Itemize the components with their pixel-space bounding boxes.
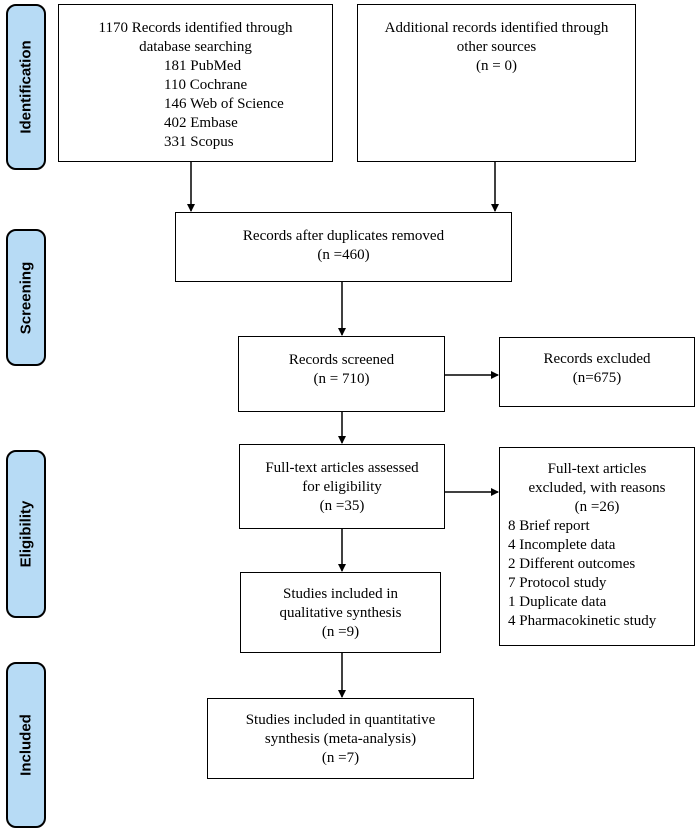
- box-line: Additional records identified through: [384, 20, 609, 36]
- box-line: 402 Embase: [164, 115, 238, 131]
- box-line: 146 Web of Science: [164, 96, 284, 112]
- qualitative-synthesis-box: Studies included in qualitative synthesi…: [240, 572, 441, 653]
- phase-eligibility: Eligibility: [6, 450, 46, 618]
- box-line: 110 Cochrane: [164, 77, 248, 93]
- box-line: synthesis (meta-analysis): [264, 731, 417, 747]
- records-excluded-box: Records excluded (n=675): [499, 337, 695, 407]
- box-line: database searching: [139, 39, 252, 55]
- box-line: excluded, with reasons: [528, 480, 666, 496]
- box-line: 1170 Records identified through: [98, 20, 293, 36]
- box-line: Records after duplicates removed: [242, 228, 445, 244]
- box-line: Full-text articles assessed: [265, 460, 419, 476]
- quantitative-synthesis-box: Studies included in quantitative synthes…: [207, 698, 474, 779]
- box-line: (n =26): [574, 499, 620, 515]
- exclusion-reason: 4 Pharmacokinetic study: [508, 613, 657, 629]
- box-line: (n =9): [321, 624, 360, 640]
- box-line: Studies included in quantitative: [245, 712, 436, 728]
- exclusion-reason: 7 Protocol study: [508, 575, 607, 591]
- box-line: Records screened: [288, 352, 395, 368]
- exclusion-reason: 8 Brief report: [508, 518, 590, 534]
- box-line: other sources: [456, 39, 537, 55]
- phase-identification: Identification: [6, 4, 46, 170]
- box-line: qualitative synthesis: [279, 605, 402, 621]
- exclusion-reason: 1 Duplicate data: [508, 594, 607, 610]
- fulltext-assessed-box: Full-text articles assessed for eligibil…: [239, 444, 445, 529]
- box-line: for eligibility: [302, 479, 382, 495]
- box-line: Records excluded: [543, 351, 651, 367]
- records-after-duplicates-box: Records after duplicates removed (n =460…: [175, 212, 512, 282]
- phase-included: Included: [6, 662, 46, 828]
- box-line: (n = 0): [476, 58, 517, 74]
- box-line: (n=675): [572, 370, 622, 386]
- box-line: Studies included in: [283, 586, 398, 602]
- fulltext-excluded-box: Full-text articles excluded, with reason…: [499, 447, 695, 646]
- box-line: (n = 710): [313, 371, 370, 387]
- box-line: Full-text articles: [547, 461, 647, 477]
- records-screened-box: Records screened (n = 710): [238, 336, 445, 412]
- exclusion-reason: 4 Incomplete data: [508, 537, 616, 553]
- box-line: (n =7): [321, 750, 360, 766]
- phase-screening: Screening: [6, 229, 46, 366]
- box-line: 181 PubMed: [164, 58, 242, 74]
- exclusion-reason: 2 Different outcomes: [508, 556, 636, 572]
- records-other-sources-box: Additional records identified through ot…: [357, 4, 636, 162]
- box-line: (n =35): [319, 498, 365, 514]
- box-line: (n =460): [317, 247, 370, 263]
- box-line: 331 Scopus: [164, 134, 234, 150]
- records-database-searching-box: 1170 Records identified through database…: [58, 4, 333, 162]
